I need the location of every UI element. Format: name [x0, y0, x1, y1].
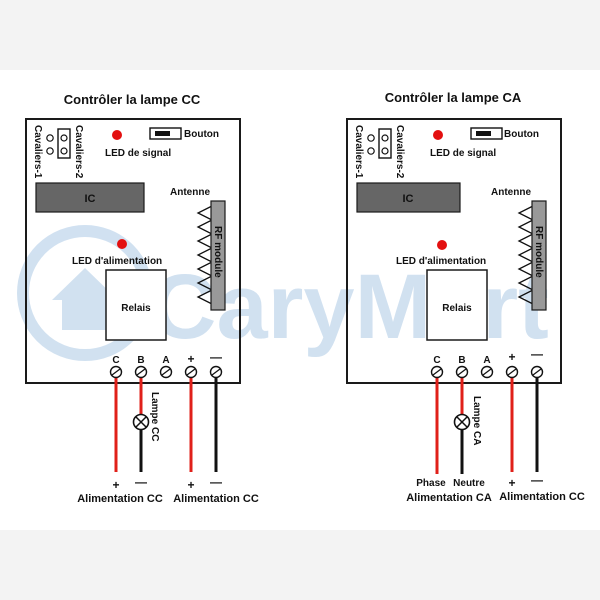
relay [105, 269, 167, 341]
rf-module-label: RF module [212, 226, 223, 278]
terminal-screw [134, 365, 148, 379]
terminal-label-b: B [458, 355, 465, 366]
lamp-label: Lampe CA [471, 396, 482, 445]
antenna-label: Antenne [491, 187, 531, 198]
ic-label: IC [85, 193, 96, 205]
signal-led-label: LED de signal [430, 148, 496, 159]
neutral-label: Neutre [453, 478, 485, 489]
jumper-pin [60, 134, 68, 142]
right-plus-sign: + [508, 476, 515, 490]
supply-left-label: Alimentation CA [406, 492, 492, 504]
terminal-screw [109, 365, 123, 379]
button-label: Bouton [184, 129, 219, 140]
supply-right-label: Alimentation CC [173, 493, 259, 505]
terminal-screw [159, 365, 173, 379]
power-led [117, 239, 127, 249]
terminal-screw [530, 365, 544, 379]
lamp-icon [453, 413, 471, 431]
right-plus-sign: + [187, 478, 194, 492]
lamp-label: Lampe CC [149, 392, 160, 441]
antenna-coil [196, 205, 214, 305]
terminal-screw [184, 365, 198, 379]
terminal-label-a: A [483, 355, 490, 366]
top-band [0, 0, 600, 70]
terminal-screw [480, 365, 494, 379]
jumper-pin [381, 134, 389, 142]
signal-led [433, 130, 443, 140]
jumper-pin [367, 147, 375, 155]
jumper2-label: Cavaliers-2 [73, 125, 84, 179]
panel-title: Contrôler la lampe CC [64, 92, 201, 107]
phase-label: Phase [416, 478, 446, 489]
terminal-label-plus: + [508, 350, 515, 364]
jumper1-label: Cavaliers-1 [32, 125, 43, 179]
supply-right-label: Alimentation CC [499, 491, 585, 503]
rf-module-label: RF module [533, 226, 544, 278]
button-slider [476, 131, 491, 136]
terminal-label-plus: + [187, 352, 194, 366]
ic-chip [356, 182, 461, 213]
jumper-block [57, 128, 71, 159]
panel-title: Contrôler la lampe CA [385, 90, 522, 105]
house-icon [52, 268, 118, 330]
terminal-label-c: C [112, 355, 119, 366]
jumper-pin [60, 147, 68, 155]
left-minus-sign: — [135, 475, 147, 489]
terminal-label-minus: — [531, 347, 543, 361]
supply-left-label: Alimentation CC [77, 493, 163, 505]
lamp-icon [132, 413, 150, 431]
panel-dc: Contrôler la lampe CC Cavaliers-1 Cavali… [25, 92, 259, 505]
relay-label: Relais [121, 303, 151, 314]
ic-label: IC [403, 193, 414, 205]
terminal-label-c: C [433, 355, 440, 366]
rf-module [210, 200, 226, 311]
jumper-pin [381, 147, 389, 155]
antenna-coil [517, 205, 535, 305]
terminal-screw [455, 365, 469, 379]
power-led-label: LED d'alimentation [396, 256, 486, 267]
jumper1-label: Cavaliers-1 [353, 125, 364, 179]
jumper-pin [367, 134, 375, 142]
terminal-label-minus: — [210, 350, 222, 364]
button-label: Bouton [504, 129, 539, 140]
jumper-block [378, 128, 392, 159]
rf-module [531, 200, 547, 311]
watermark-text: CaryMart [150, 256, 549, 358]
controller-board [346, 118, 562, 384]
terminal-label-a: A [162, 355, 169, 366]
terminal-screw [430, 365, 444, 379]
panel-ac: Contrôler la lampe CA Cavaliers-1 Cavali… [346, 90, 585, 504]
right-minus-sign: — [531, 473, 543, 487]
controller-board [25, 118, 241, 384]
ic-chip [35, 182, 145, 213]
terminal-screw [505, 365, 519, 379]
right-minus-sign: — [210, 475, 222, 489]
power-led [437, 240, 447, 250]
jumper-pin [46, 147, 54, 155]
antenna-label: Antenne [170, 187, 210, 198]
button-slider [155, 131, 170, 136]
jumper2-label: Cavaliers-2 [394, 125, 405, 179]
signal-led [112, 130, 122, 140]
power-led-label: LED d'alimentation [72, 256, 162, 267]
relay [426, 269, 488, 341]
left-plus-sign: + [112, 478, 119, 492]
signal-led-label: LED de signal [105, 148, 171, 159]
bottom-band [0, 530, 600, 600]
terminal-screw [209, 365, 223, 379]
relay-label: Relais [442, 303, 472, 314]
jumper-pin [46, 134, 54, 142]
terminal-label-b: B [137, 355, 144, 366]
